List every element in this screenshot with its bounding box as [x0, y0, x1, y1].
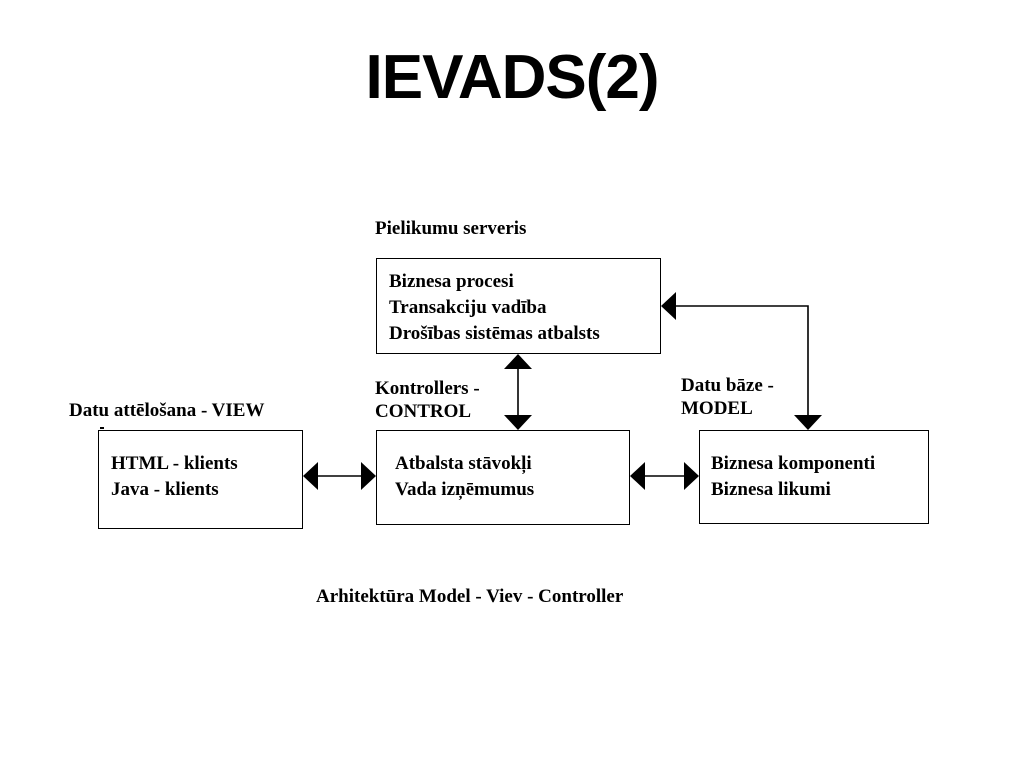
slide-title: IEVADS(2)	[365, 43, 659, 112]
model-line: Biznesa likumi	[711, 479, 831, 500]
view-label: Datu attēlošana - VIEW	[69, 400, 265, 421]
model-label-line: Datu bāze -	[681, 375, 774, 396]
controller-box: Atbalsta stāvokļi Vada izņēmumus	[376, 430, 630, 525]
app-server-box: Biznesa procesi Transakciju vadība Drošī…	[376, 258, 661, 354]
model-line: Biznesa komponenti	[711, 453, 876, 474]
model-box: Biznesa komponenti Biznesa likumi	[699, 430, 929, 524]
controller-line: Vada izņēmumus	[395, 479, 535, 500]
controller-label-line: CONTROL	[375, 401, 472, 422]
controller-label: Kontrollers - CONTROL	[375, 377, 480, 423]
model-label: Datu bāze - MODEL	[681, 374, 774, 420]
app-server-line: Drošības sistēmas atbalsts	[389, 323, 600, 344]
app-server-line: Transakciju vadība	[389, 297, 547, 318]
controller-model-arrow	[630, 462, 699, 490]
app-server-label: Pielikumu serveris	[375, 218, 527, 239]
view-line: Java - klients	[111, 479, 219, 500]
view-box: HTML - klients Java - klients	[98, 430, 303, 529]
view-line: HTML - klients	[111, 453, 238, 474]
app-server-line: Biznesa procesi	[389, 271, 514, 292]
controller-label-line: Kontrollers -	[375, 378, 480, 399]
model-label-line: MODEL	[681, 398, 753, 419]
server-controller-arrow	[504, 354, 532, 430]
diagram-caption: Arhitektūra Model - Viev - Controller	[316, 586, 624, 607]
controller-line: Atbalsta stāvokļi	[395, 453, 532, 474]
view-controller-arrow	[303, 462, 376, 490]
